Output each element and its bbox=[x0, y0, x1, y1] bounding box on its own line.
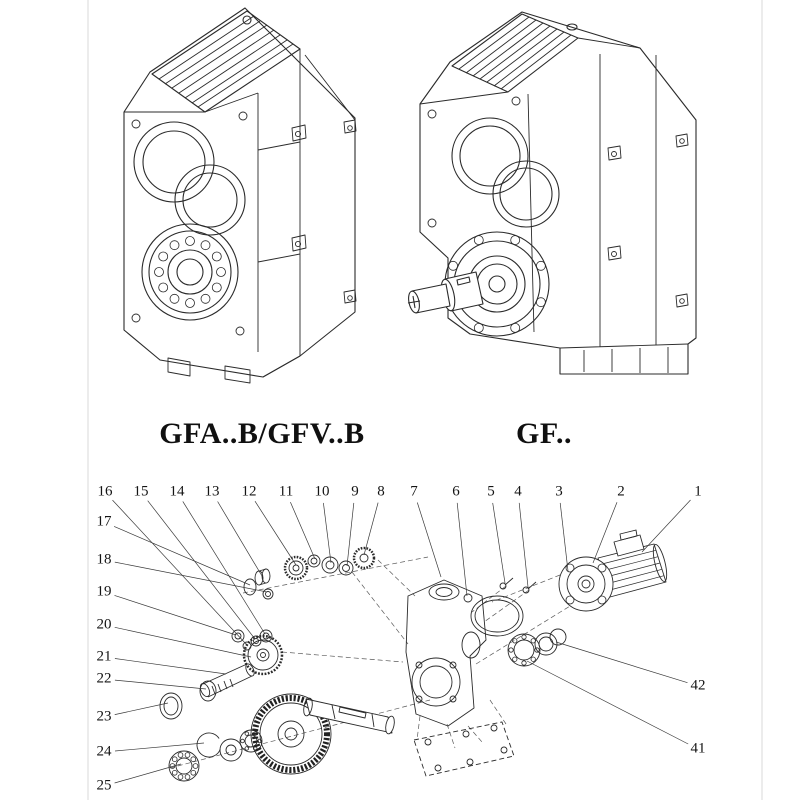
page-edge-lines bbox=[87, 0, 763, 800]
part-callout-18: 18 bbox=[96, 551, 112, 568]
part-callout-19: 19 bbox=[96, 583, 112, 600]
part-callout-21: 21 bbox=[96, 648, 112, 665]
pinion-shaft bbox=[159, 663, 255, 720]
right-bearing-rings bbox=[470, 595, 567, 667]
part-callout-14: 14 bbox=[169, 483, 185, 500]
part-callout-6: 6 bbox=[452, 483, 460, 500]
model-label-gf: GF.. bbox=[516, 417, 572, 450]
part-callout-9: 9 bbox=[351, 483, 359, 500]
part-callout-2: 2 bbox=[617, 483, 625, 500]
part-callout-8: 8 bbox=[377, 483, 385, 500]
input-bores bbox=[133, 121, 246, 236]
corner-bolt-holes bbox=[131, 111, 248, 336]
part-callout-4: 4 bbox=[514, 483, 522, 500]
gearbox-drawing-gf bbox=[407, 11, 697, 375]
part-callout-22: 22 bbox=[96, 670, 112, 687]
part-callout-10: 10 bbox=[314, 483, 330, 500]
part-callout-42: 42 bbox=[690, 677, 706, 694]
corner-bolt-holes bbox=[427, 96, 521, 228]
output-bearing bbox=[141, 223, 239, 321]
model-label-gfab: GFA..B/GFV..B bbox=[159, 417, 365, 450]
gearbox-drawing-gfab bbox=[123, 7, 357, 384]
output-shaft bbox=[407, 271, 484, 314]
part-callout-17: 17 bbox=[96, 513, 112, 530]
part-callout-1: 1 bbox=[694, 483, 702, 500]
gasket-plate bbox=[413, 721, 515, 777]
part-callout-11: 11 bbox=[278, 483, 294, 500]
part-callout-15: 15 bbox=[133, 483, 149, 500]
input-bores bbox=[451, 117, 560, 228]
part-callout-25: 25 bbox=[96, 777, 112, 794]
callout-leader-lines bbox=[112, 499, 691, 784]
part-callout-41: 41 bbox=[690, 740, 706, 757]
mounting-pads bbox=[607, 133, 689, 308]
part-callout-24: 24 bbox=[96, 743, 112, 760]
part-callout-23: 23 bbox=[96, 708, 112, 725]
part-callout-3: 3 bbox=[555, 483, 563, 500]
intermediate-gear-set bbox=[231, 629, 284, 676]
part-callout-7: 7 bbox=[410, 483, 418, 500]
mounting-pads bbox=[291, 119, 357, 304]
lower-bearing-set bbox=[168, 729, 263, 782]
part-callout-12: 12 bbox=[241, 483, 257, 500]
motor bbox=[558, 529, 668, 612]
exploded-view bbox=[159, 529, 668, 782]
feet bbox=[167, 357, 251, 384]
output-gear-and-shaft bbox=[250, 693, 395, 775]
housing bbox=[405, 579, 487, 727]
part-callout-16: 16 bbox=[97, 483, 113, 500]
part-callout-13: 13 bbox=[204, 483, 220, 500]
part-callout-20: 20 bbox=[96, 616, 112, 633]
upper-shaft-parts bbox=[243, 546, 376, 600]
part-callout-5: 5 bbox=[487, 483, 495, 500]
